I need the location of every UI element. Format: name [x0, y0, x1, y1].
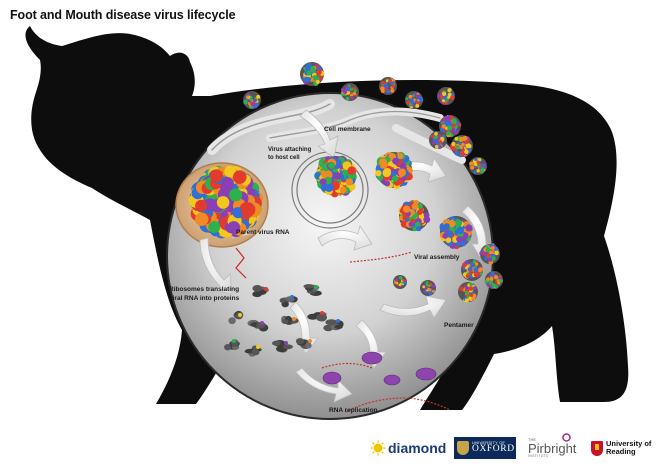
virus-external-7 [429, 131, 447, 149]
reading-line2: Reading [606, 447, 636, 456]
virus-cell-1 [375, 151, 413, 190]
virus-pentamer-4 [458, 282, 478, 303]
replication-enzymes [322, 351, 437, 386]
virus-external-0 [243, 91, 261, 109]
oxford-logo-big: OXFORD [472, 444, 515, 455]
ribosome-10 [272, 340, 293, 353]
label-parent-rna: Parent virus RNA [236, 229, 290, 236]
virus-pentamer-5 [420, 280, 436, 296]
lifecycle-arrow-9 [295, 367, 353, 403]
virus-external-5 [439, 115, 462, 138]
label-ribosomes-2: viral RNA into proteins [169, 295, 240, 302]
ribosome-7 [323, 319, 344, 332]
lifecycle-arrow-6 [379, 295, 447, 319]
cell-membrane [207, 99, 466, 164]
virus-external-2 [379, 77, 397, 95]
virus-particles [188, 62, 503, 303]
virus-parent [188, 165, 264, 239]
ribosome-5 [281, 315, 299, 325]
pirbright-name: Pirbright [528, 440, 577, 456]
oxford-logo[interactable]: UNIVERSITY OF OXFORD [454, 432, 516, 464]
ribosome-2 [303, 284, 322, 297]
virus-pentamer-3 [484, 271, 503, 289]
virus-external-8 [469, 157, 487, 175]
pirbright-logo[interactable]: THE Pirbright INSTITUTE [528, 432, 576, 464]
reading-crest-icon [591, 440, 603, 456]
virus-external-3 [405, 91, 424, 109]
ribosome-9 [244, 345, 262, 357]
diamond-logo-text: diamond [388, 440, 447, 456]
stage-labels: Cell membrane Virus attaching to host ce… [169, 126, 474, 414]
diamond-logo[interactable]: diamond [370, 432, 446, 464]
ribosome-4 [247, 319, 269, 332]
ribosome-0 [252, 285, 269, 298]
lifecycle-arrow-0 [299, 109, 339, 159]
oxford-crest-icon [457, 441, 469, 455]
partner-logos: diamond UNIVERSITY OF OXFORD THE Pirbrig… [370, 432, 660, 464]
label-attaching-2: to host cell [268, 155, 300, 161]
ribosome-3 [228, 310, 244, 325]
reading-logo[interactable]: University of Reading [591, 432, 651, 464]
ribosome-6 [307, 311, 327, 322]
virus-external-1 [340, 83, 359, 101]
ribosome-1 [279, 295, 298, 308]
page-title: Foot and Mouth disease virus lifecycle [10, 8, 236, 22]
lifecycle-arrow-4 [317, 225, 373, 251]
virus-pentamer-6 [393, 275, 407, 289]
label-attaching-1: Virus attaching [268, 147, 312, 153]
diamond-sun-icon [370, 440, 386, 456]
label-pentamer: Pentamer [444, 322, 474, 329]
reading-line1: University of [606, 439, 652, 449]
label-cell-membrane: Cell membrane [324, 126, 371, 133]
label-viral-assembly: Viral assembly [414, 254, 460, 261]
pirbright-the: THE [528, 436, 536, 442]
ribosome-11 [295, 338, 312, 350]
virus-assembly-2 [439, 216, 473, 250]
virus-external-6 [450, 135, 473, 158]
pirbright-institute: INSTITUTE [528, 453, 549, 458]
ribosome-8 [224, 339, 240, 351]
rna-strands [235, 247, 451, 413]
virus-attaching [314, 155, 357, 198]
virus-pentamer-1 [479, 243, 500, 265]
label-ribosomes-1: Ribosomes translating [169, 286, 239, 293]
label-rna-replication: RNA replication [329, 407, 378, 414]
virus-external-4 [437, 87, 455, 105]
ribosome-clusters [224, 284, 344, 357]
virus-external-9 [300, 62, 325, 86]
virus-assembly-1 [398, 200, 431, 232]
lifecycle-arrow-3 [199, 237, 233, 295]
pirbright-swirl-icon [562, 432, 572, 442]
virus-pentamer-2 [461, 259, 484, 281]
oxford-logo-small: UNIVERSITY OF [472, 440, 506, 446]
